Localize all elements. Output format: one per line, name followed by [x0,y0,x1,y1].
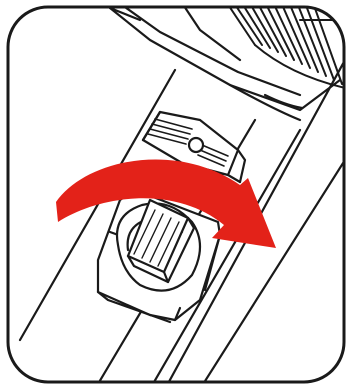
assembly-illustration [0,0,352,389]
instruction-figure [0,0,352,389]
